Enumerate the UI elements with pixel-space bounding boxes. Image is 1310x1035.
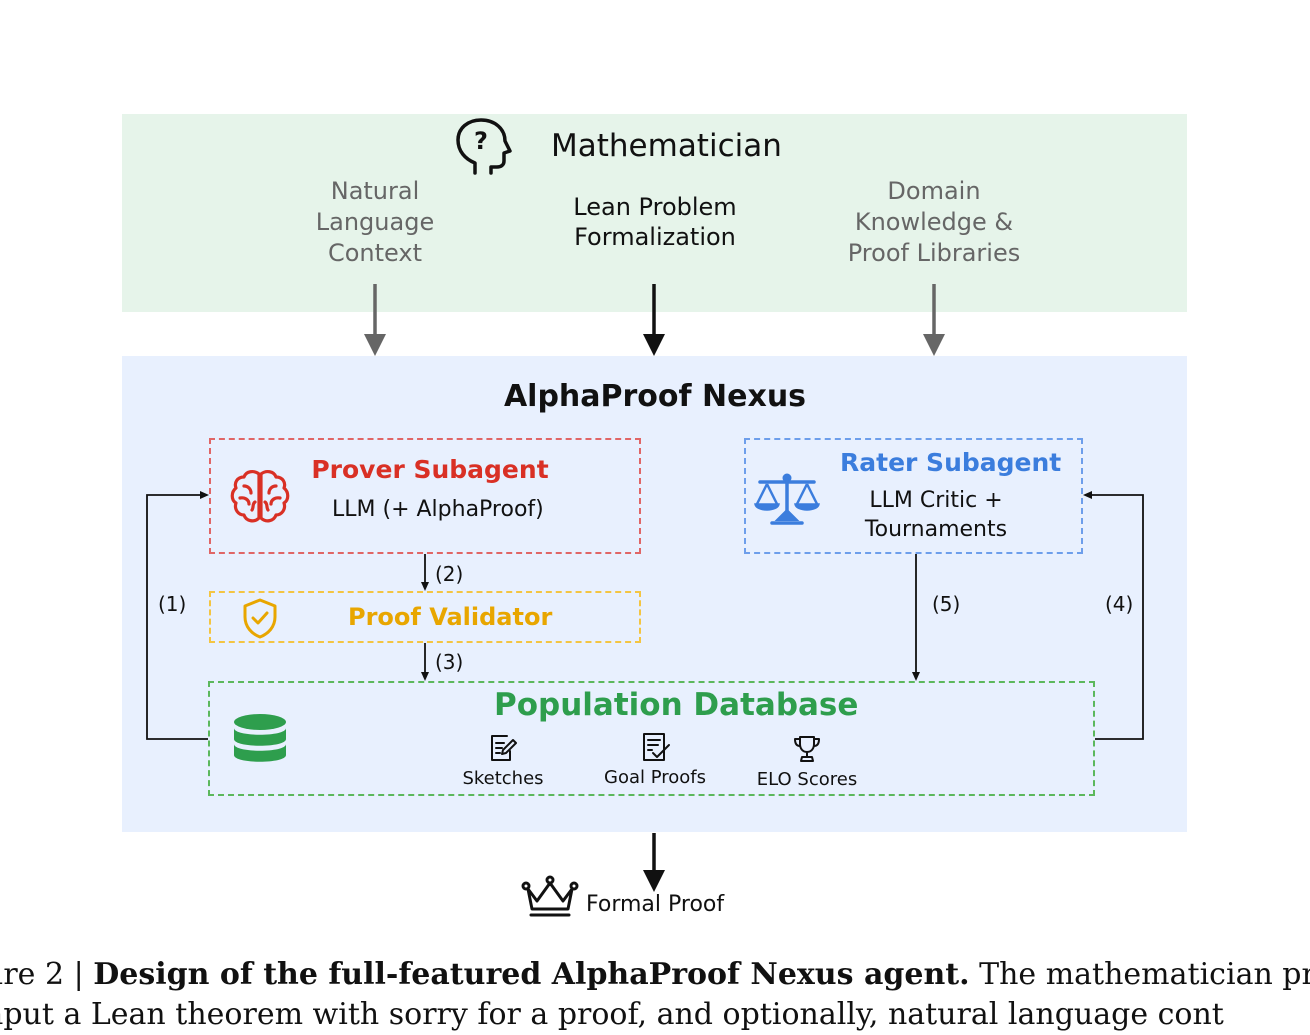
caption-line-1: ure 2 | Design of the full-featured Alph… xyxy=(0,955,1310,995)
rater-subtitle-line-1: LLM Critic + xyxy=(869,488,1003,513)
arrow-step-3 xyxy=(421,643,429,681)
prover-title: Prover Subagent xyxy=(311,455,549,484)
lean-problem-line-2: Formalization xyxy=(574,223,736,251)
prover-subagent-box xyxy=(209,438,641,554)
elo-scores-label: ELO Scores xyxy=(756,769,858,790)
caption-rest: The mathematician provi xyxy=(979,957,1310,992)
svg-text:?: ? xyxy=(474,127,488,155)
arrow-domain-knowledge xyxy=(923,284,945,356)
domain-knowledge-line-3: Proof Libraries xyxy=(847,239,1021,267)
rater-subtitle-line-2: Tournaments xyxy=(864,517,1008,542)
natural-language-line-3: Context xyxy=(327,239,423,267)
goal-proof-icon xyxy=(643,733,670,761)
arrow-formal-proof xyxy=(643,833,665,892)
caption-prefix: ure 2 | xyxy=(0,957,84,992)
formal-proof-label: Formal Proof xyxy=(586,892,725,917)
nexus-panel xyxy=(122,356,1187,832)
step-1-label: (1) xyxy=(158,592,187,616)
goal-proofs-label: Goal Proofs xyxy=(604,767,706,788)
sketches-label: Sketches xyxy=(462,768,544,789)
arrow-step-1 xyxy=(146,491,209,740)
caption-line-2: nput a Lean theorem with sorry for a pro… xyxy=(0,997,1224,1032)
domain-knowledge-line-1: Domain xyxy=(887,177,981,205)
mathematician-title: Mathematician xyxy=(551,128,782,164)
rater-title: Rater Subagent xyxy=(840,448,1062,477)
arrow-step-2 xyxy=(421,554,429,591)
sketch-icon xyxy=(491,735,517,761)
step-5-label: (5) xyxy=(932,592,961,616)
rater-subtitle: LLM Critic + Tournaments xyxy=(836,486,1036,544)
step-2-label: (2) xyxy=(435,562,464,586)
natural-language-line-2: Language xyxy=(315,208,435,236)
prover-subtitle: LLM (+ AlphaProof) xyxy=(332,497,544,522)
natural-language-line-1: Natural xyxy=(330,177,420,205)
shield-check-icon xyxy=(243,598,277,639)
mathematician-panel xyxy=(122,114,1187,312)
database-icon xyxy=(234,714,286,762)
arrow-lean-problem xyxy=(643,284,665,356)
head-question-icon: ? xyxy=(456,118,512,175)
natural-language-context: Natural Language Context xyxy=(275,176,475,269)
caption-bold: Design of the full-featured AlphaProof N… xyxy=(93,957,970,992)
population-database-box xyxy=(208,681,1095,796)
brain-icon xyxy=(230,470,290,523)
domain-knowledge: Domain Knowledge & Proof Libraries xyxy=(814,176,1054,269)
arrow-step-4 xyxy=(1083,491,1144,740)
domain-knowledge-line-2: Knowledge & xyxy=(854,208,1014,236)
figure-caption: ure 2 | Design of the full-featured Alph… xyxy=(0,955,1310,1035)
scales-icon xyxy=(754,473,820,525)
validator-title: Proof Validator xyxy=(348,603,553,631)
trophy-icon xyxy=(794,736,820,762)
step-3-label: (3) xyxy=(435,650,464,674)
arrow-step-5 xyxy=(912,554,920,681)
crown-icon xyxy=(521,875,579,917)
arrow-natural-language xyxy=(364,284,386,356)
rater-subagent-box xyxy=(744,438,1083,554)
nexus-title: AlphaProof Nexus xyxy=(503,379,807,414)
proof-validator-box xyxy=(209,591,641,643)
step-4-label: (4) xyxy=(1105,592,1134,616)
lean-problem-line-1: Lean Problem xyxy=(573,193,737,221)
population-title: Population Database xyxy=(494,687,859,723)
lean-problem-formalization: Lean Problem Formalization xyxy=(535,192,775,252)
